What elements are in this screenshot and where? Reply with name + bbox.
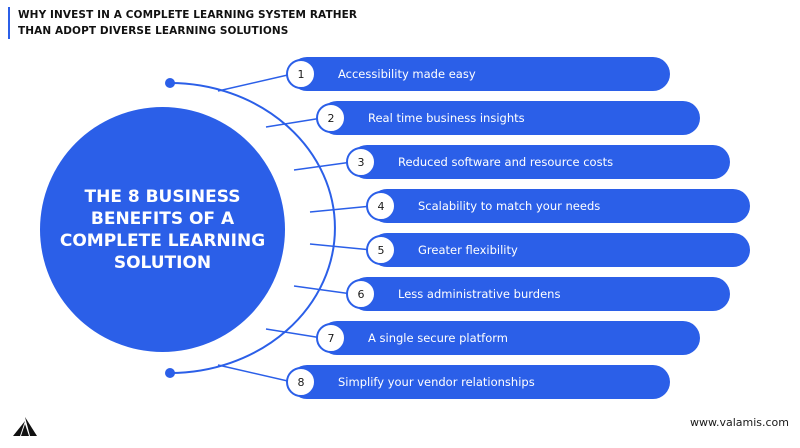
benefit-item-5: 5 Greater flexibility	[366, 233, 750, 267]
benefit-number-badge: 8	[286, 367, 316, 397]
connector-1	[217, 73, 293, 92]
benefit-item-3: 3 Reduced software and resource costs	[346, 145, 730, 179]
benefit-label: Accessibility made easy	[338, 67, 476, 81]
benefit-item-8: 8 Simplify your vendor relationships	[286, 365, 670, 399]
valamis-logo-icon	[13, 417, 37, 436]
center-circle-title: THE 8 BUSINESS BENEFITS OF A COMPLETE LE…	[59, 186, 266, 273]
outer-arc	[169, 82, 336, 374]
connector-2	[265, 117, 323, 128]
benefit-item-7: 7 A single secure platform	[316, 321, 700, 355]
connector-7	[265, 328, 323, 339]
benefit-number-badge: 3	[346, 147, 376, 177]
benefit-number-badge: 4	[366, 191, 396, 221]
website-url: www.valamis.com	[689, 416, 789, 429]
header: WHY INVEST IN A COMPLETE LEARNING SYSTEM…	[8, 7, 438, 39]
connector-4	[309, 205, 373, 213]
benefit-item-4: 4 Scalability to match your needs	[366, 189, 750, 223]
benefit-label: Less administrative burdens	[398, 287, 561, 301]
header-title-line-2: THAN ADOPT DIVERSE LEARNING SOLUTIONS	[18, 25, 289, 37]
connector-8	[217, 364, 293, 383]
arc-top-dot	[165, 78, 175, 88]
benefit-label: A single secure platform	[368, 331, 508, 345]
benefit-label: Greater flexibility	[418, 243, 518, 257]
header-title-line-1: WHY INVEST IN A COMPLETE LEARNING SYSTEM…	[18, 9, 358, 21]
benefit-item-2: 2 Real time business insights	[316, 101, 700, 135]
benefit-number-badge: 6	[346, 279, 376, 309]
benefit-label: Scalability to match your needs	[418, 199, 601, 213]
center-circle: THE 8 BUSINESS BENEFITS OF A COMPLETE LE…	[40, 107, 285, 352]
benefit-number-badge: 5	[366, 235, 396, 265]
connector-6	[293, 285, 353, 295]
benefit-number-badge: 1	[286, 59, 316, 89]
benefit-label: Reduced software and resource costs	[398, 155, 614, 169]
connector-5	[309, 243, 373, 251]
benefit-number-badge: 7	[316, 323, 346, 353]
benefit-item-1: 1 Accessibility made easy	[286, 57, 670, 91]
connector-3	[293, 161, 353, 171]
arc-bottom-dot	[165, 368, 175, 378]
benefit-number-badge: 2	[316, 103, 346, 133]
benefit-label: Simplify your vendor relationships	[338, 375, 535, 389]
benefit-label: Real time business insights	[368, 111, 525, 125]
benefit-item-6: 6 Less administrative burdens	[346, 277, 730, 311]
